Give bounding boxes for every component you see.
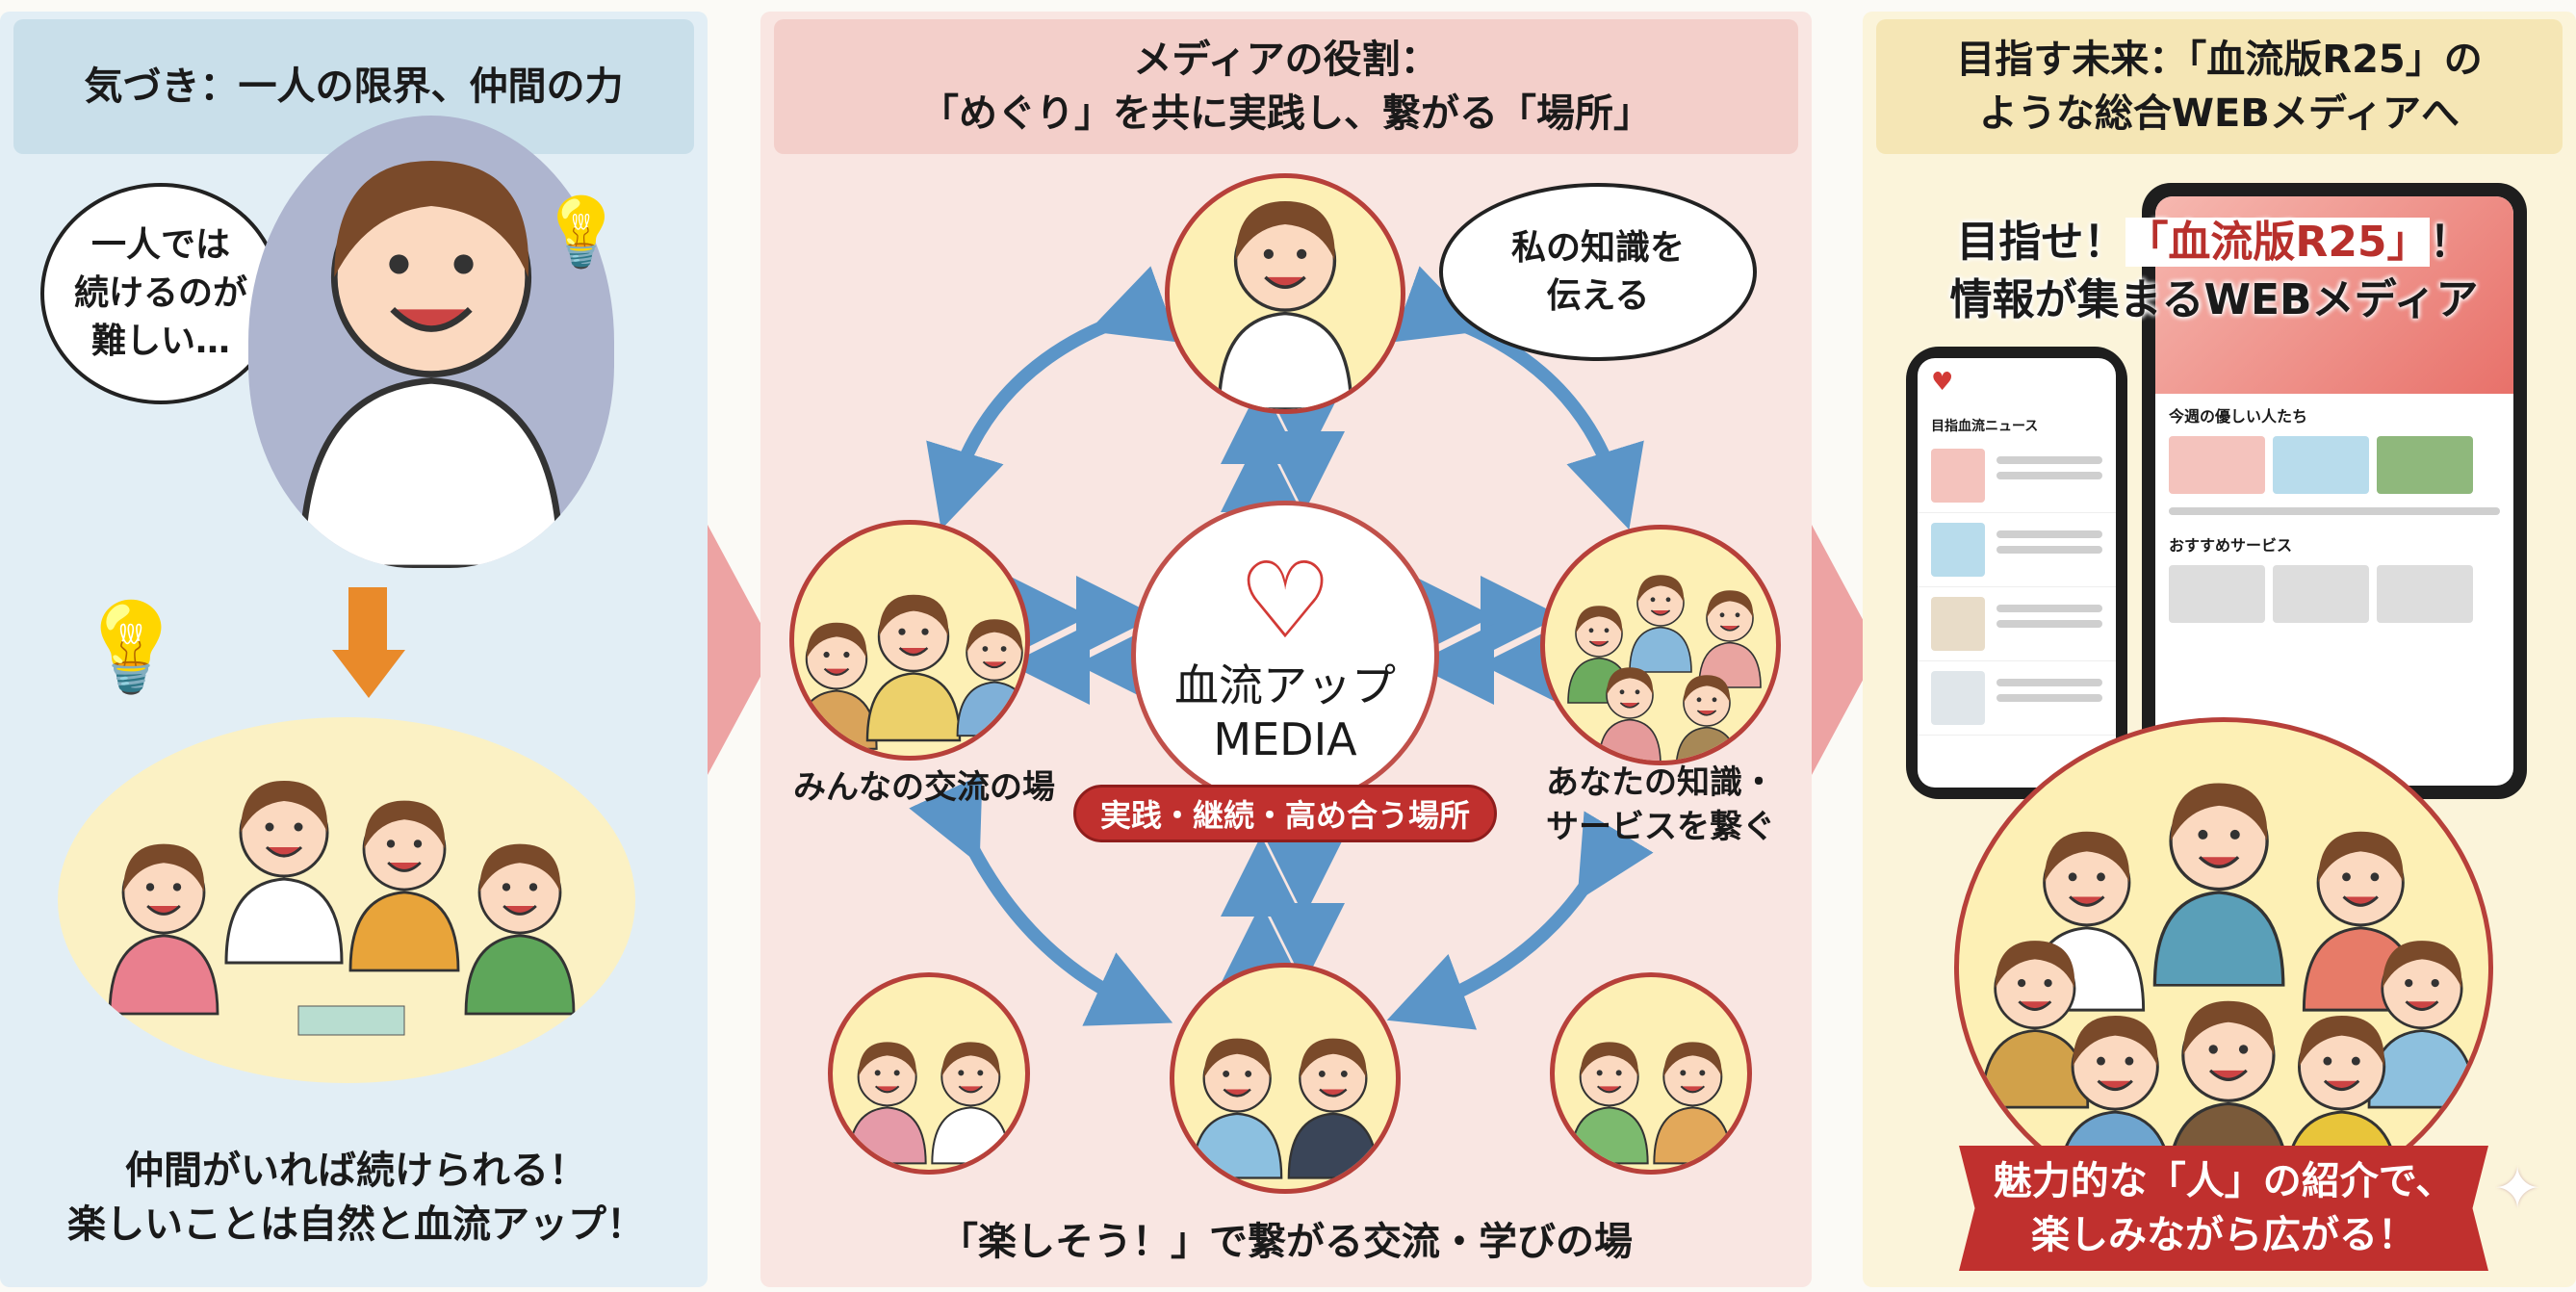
title-line: 目指す未来：「血流版R25」の bbox=[1956, 38, 2483, 82]
future-title: 目指す未来：「血流版R25」の ような総合WEBメディアへ bbox=[1876, 19, 2563, 154]
thought-line: 難しい… bbox=[90, 322, 230, 361]
cheering-crowd-illustration bbox=[1954, 717, 2493, 1218]
arrow-top-right bbox=[1392, 266, 1644, 530]
awareness-title-text: 気づき：一人の限界、仲間の力 bbox=[84, 65, 624, 109]
thought-line: 続けるのが bbox=[73, 273, 247, 313]
phone-mockup: ♥ 目指血流ニュース bbox=[1906, 347, 2127, 799]
subtitle-highlight: 「血流版R25」 bbox=[2125, 218, 2430, 267]
arrow-bottom-left bbox=[909, 774, 1173, 1026]
tagline-pill: 実践・継続・高め合う場所 bbox=[1073, 785, 1497, 842]
friends-group-illustration bbox=[58, 717, 635, 1083]
awareness-caption: 仲間がいれば続けられる！ 楽しいことは自然と血流アップ！ bbox=[19, 1144, 693, 1252]
heart-icon: ♥ bbox=[1931, 368, 1954, 397]
caption-line: 仲間がいれば続けられる！ bbox=[125, 1149, 587, 1193]
exchange-label: みんなの交流の場 bbox=[793, 768, 1055, 807]
music-circle bbox=[828, 972, 1030, 1175]
subtitle-suffix: ！ bbox=[2429, 218, 2472, 267]
future-subtitle: 目指せ！「血流版R25」！ 情報が集まるWEBメディア bbox=[1916, 214, 2512, 329]
tablet-section-title: 今週の優しい人たち bbox=[2169, 407, 2308, 426]
awareness-title: 気づき：一人の限界、仲間の力 bbox=[13, 19, 694, 154]
down-arrow-icon bbox=[348, 587, 387, 655]
sharing-circle bbox=[1170, 963, 1401, 1194]
phone-section-title: 目指血流ニュース bbox=[1931, 419, 2039, 434]
connect-label: あなたの知識・ サービスを繋ぐ bbox=[1521, 761, 1800, 849]
banner-line: 魅力的な「人」の紹介で、 bbox=[1993, 1159, 2455, 1203]
speech-bubble: 私の知識を 伝える bbox=[1439, 183, 1757, 361]
troubled-woman-illustration bbox=[248, 116, 614, 568]
speech-line: 私の知識を bbox=[1510, 227, 1685, 268]
arrow-bottom-right bbox=[1386, 811, 1654, 1030]
tagline-text: 実践・継続・高め合う場所 bbox=[1099, 797, 1470, 834]
sparkle-icon: ✦ bbox=[2493, 1155, 2542, 1223]
title-line: ような総合WEBメディアへ bbox=[1978, 91, 2460, 136]
expert-circle bbox=[1165, 173, 1405, 414]
speech-line: 伝える bbox=[1546, 275, 1650, 316]
title-line: 「めぐり」を共に実践し、繋がる「場所」 bbox=[920, 91, 1652, 136]
learning-circle bbox=[1550, 972, 1752, 1175]
exchange-circle bbox=[789, 520, 1030, 761]
community-circle bbox=[1540, 525, 1781, 765]
thought-line: 一人では bbox=[90, 225, 230, 265]
future-banner: 魅力的な「人」の紹介で、 楽しみながら広がる！ bbox=[1959, 1146, 2488, 1271]
media-caption: 「楽しそう！」で繋がる交流・学びの場 bbox=[940, 1220, 1633, 1264]
label-line: サービスを繋ぐ bbox=[1546, 808, 1775, 846]
media-hub-circle: ♡ 血流アップ MEDIA bbox=[1131, 501, 1439, 809]
label-line: あなたの知識・ bbox=[1546, 763, 1775, 802]
heart-logo-icon: ♡ bbox=[1237, 539, 1333, 662]
title-line: メディアの役割： bbox=[1133, 38, 1439, 82]
banner-line: 楽しみながら広がる！ bbox=[2031, 1213, 2416, 1257]
media-role-title: メディアの役割： 「めぐり」を共に実践し、繋がる「場所」 bbox=[774, 19, 1798, 154]
media-sub: MEDIA bbox=[1213, 713, 1357, 765]
subtitle-line2: 情報が集まるWEBメディア bbox=[1949, 275, 2479, 324]
lightbulb-icon: 💡 bbox=[77, 597, 186, 698]
subtitle-prefix: 目指せ！ bbox=[1956, 218, 2126, 267]
tablet-section-title: おすすめサービス bbox=[2169, 536, 2293, 555]
media-name: 血流アップ bbox=[1174, 659, 1396, 711]
arrow-top-left bbox=[926, 266, 1178, 530]
lightbulb-icon: 💡 bbox=[539, 193, 624, 271]
caption-line: 楽しいことは自然と血流アップ！ bbox=[67, 1202, 645, 1247]
tablet-mockup: 今週の優しい人たち おすすめサービス bbox=[2142, 183, 2527, 799]
